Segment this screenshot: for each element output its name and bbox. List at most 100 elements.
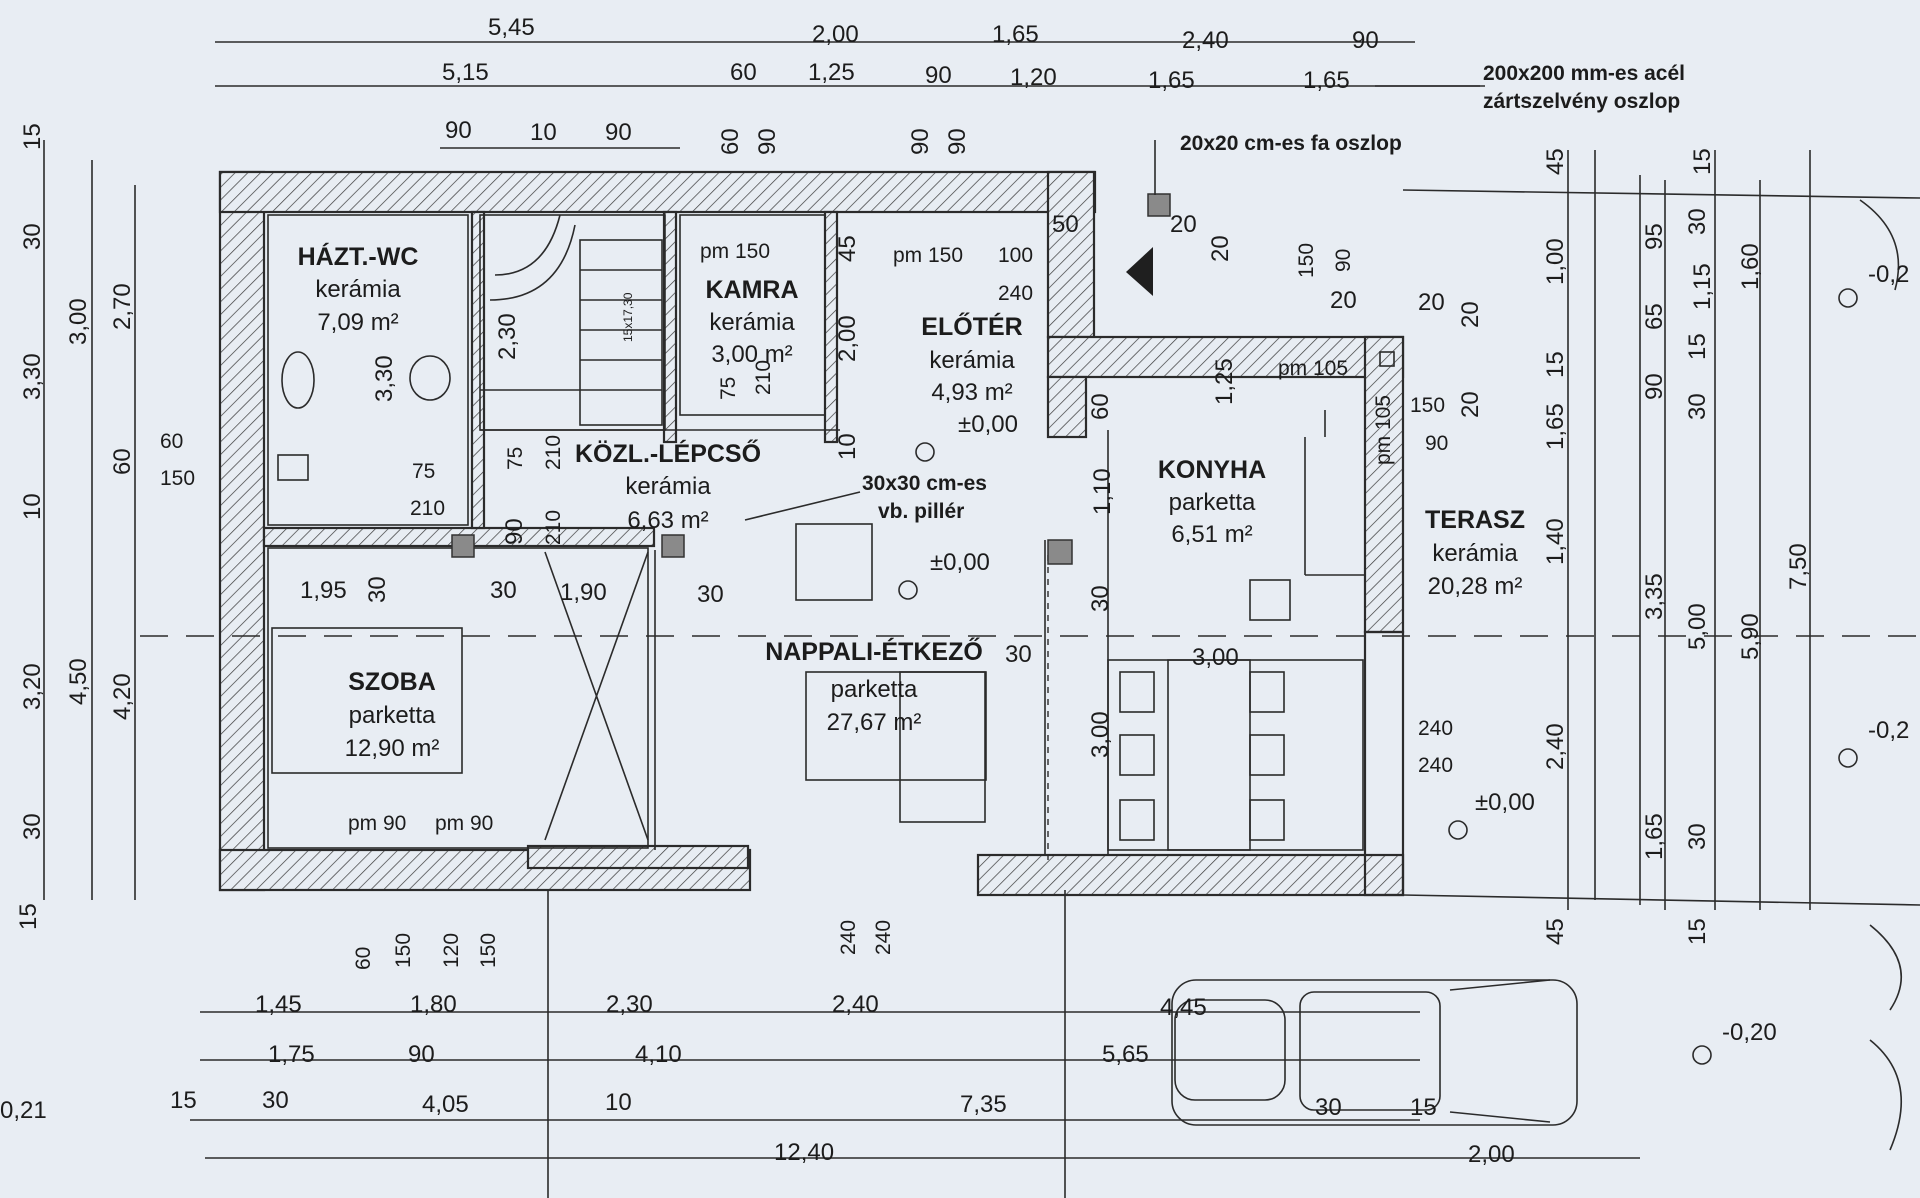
dim: 4,10: [635, 1041, 682, 1068]
dim: 90: [408, 1041, 435, 1068]
room-area: 4,93 m²: [931, 379, 1012, 406]
dim: 90: [501, 518, 528, 545]
dim: 4,50: [65, 658, 92, 705]
dim: 30: [1005, 641, 1032, 668]
dim: 30: [19, 223, 46, 250]
room-area: 6,51 m²: [1171, 521, 1252, 548]
dim: pm 150: [700, 240, 770, 263]
dim: 5,15: [442, 59, 489, 86]
room-name: TERASZ: [1425, 506, 1525, 534]
dim: 240: [837, 920, 860, 955]
dim: 1,15: [1689, 263, 1716, 310]
dim: 60: [352, 947, 375, 970]
dim: 75: [412, 460, 435, 483]
steel-column-note: 200x200 mm-es acél: [1483, 62, 1685, 85]
dim: 1,65: [1303, 67, 1350, 94]
dim: pm 150: [893, 244, 963, 267]
dim: 30: [1315, 1094, 1342, 1121]
dim: 65: [1641, 303, 1668, 330]
wall-entry-vertical: [1046, 170, 1096, 339]
room-lepcso: KÖZL.-LÉPCSŐ kerámia 6,63 m²: [575, 439, 761, 534]
dim: 2,70: [109, 283, 136, 330]
dim: 20: [1418, 289, 1445, 316]
room-area: 7,09 m²: [317, 309, 398, 336]
dim: 30: [1684, 393, 1711, 420]
dim: 15: [15, 903, 42, 930]
dim: 20: [1457, 301, 1484, 328]
room-area: 27,67 m²: [827, 709, 922, 736]
dim: pm 105: [1372, 395, 1395, 465]
wall-stair-right: [662, 210, 678, 444]
dim: 90: [445, 117, 472, 144]
dim: 3,00: [1087, 711, 1114, 758]
dim: 15: [1684, 918, 1711, 945]
room-area: 20,28 m²: [1428, 573, 1523, 600]
dim: 1,65: [992, 21, 1039, 48]
dim: 120: [440, 933, 463, 968]
room-floor: kerámia: [929, 347, 1015, 374]
level-markers: [898, 288, 1858, 1065]
dim: 20: [1207, 235, 1234, 262]
dim: 10: [19, 493, 46, 520]
dim: 3,20: [19, 663, 46, 710]
dim: 45: [1542, 148, 1569, 175]
dim: 150: [392, 933, 415, 968]
room-name: KAMRA: [705, 276, 798, 304]
dim: 95: [1641, 223, 1668, 250]
dim: 1,65: [1641, 813, 1668, 860]
room-floor: kerámia: [625, 473, 711, 500]
dim: 90: [1332, 249, 1355, 272]
dim: 5,65: [1102, 1041, 1149, 1068]
room-eloter: ELŐTÉR kerámia 4,93 m² ±0,00: [921, 312, 1022, 438]
fixtures: [277, 193, 1903, 1151]
room-level: ±0,00: [958, 411, 1018, 438]
dim: 3,35: [1641, 573, 1668, 620]
dim: 1,75: [268, 1041, 315, 1068]
dim: 240: [872, 920, 895, 955]
dim: 150: [477, 933, 500, 968]
room-wc: HÁZT.-WC kerámia 7,09 m²: [298, 242, 419, 336]
dim: 75: [717, 377, 740, 400]
dim: 10: [605, 1089, 632, 1116]
stair-tag: 15x17,30: [621, 292, 635, 342]
dim: 2,00: [1468, 1141, 1515, 1168]
dim: 2,40: [832, 991, 879, 1018]
level-values: ±0,00 ±0,00 -0,2 -0,2 -0,20 0,21: [0, 261, 1909, 1124]
dim: 3,00: [65, 298, 92, 345]
dim: 60: [730, 59, 757, 86]
dim: 60: [109, 448, 136, 475]
dim: pm 90: [435, 812, 493, 835]
dim: 15: [1689, 148, 1716, 175]
dim: 90: [1641, 373, 1668, 400]
dims-top: 5,45 2,00 1,65 2,40 90 5,15 60 1,25 90 1…: [442, 14, 1379, 146]
dim: 12,40: [774, 1139, 834, 1166]
dim: 1,95: [300, 577, 347, 604]
wall-wc-right: [470, 210, 486, 530]
stairs: [480, 214, 663, 426]
level-right-bottom: -0,20: [1722, 1019, 1777, 1046]
dim: 210: [542, 435, 565, 470]
dim: 240: [1418, 754, 1453, 777]
dim: 60: [1087, 393, 1114, 420]
dim: 210: [542, 510, 565, 545]
room-szoba: SZOBA parketta 12,90 m²: [345, 668, 440, 762]
room-name: SZOBA: [348, 668, 436, 696]
dim: 2,40: [1182, 27, 1229, 54]
room-area: 12,90 m²: [345, 735, 440, 762]
dim: 20: [1457, 391, 1484, 418]
dim: 30: [19, 813, 46, 840]
level-left-bottom: 0,21: [0, 1097, 47, 1124]
dims-inner: 60 90 90 90 pm 150 pm 150 100 240 50 20 …: [160, 128, 1484, 970]
dim: 1,25: [808, 59, 855, 86]
wall-left: [218, 170, 266, 892]
dim: 1,65: [1148, 67, 1195, 94]
dim: 45: [834, 235, 861, 262]
room-area: 3,00 m²: [711, 341, 792, 368]
dim: 90: [605, 119, 632, 146]
wall-bottom-door: [526, 844, 750, 870]
dim: 90: [925, 62, 952, 89]
room-name: KONYHA: [1158, 456, 1266, 484]
dim: 30: [262, 1087, 289, 1114]
room-terasz: TERASZ kerámia 20,28 m²: [1425, 506, 1525, 600]
